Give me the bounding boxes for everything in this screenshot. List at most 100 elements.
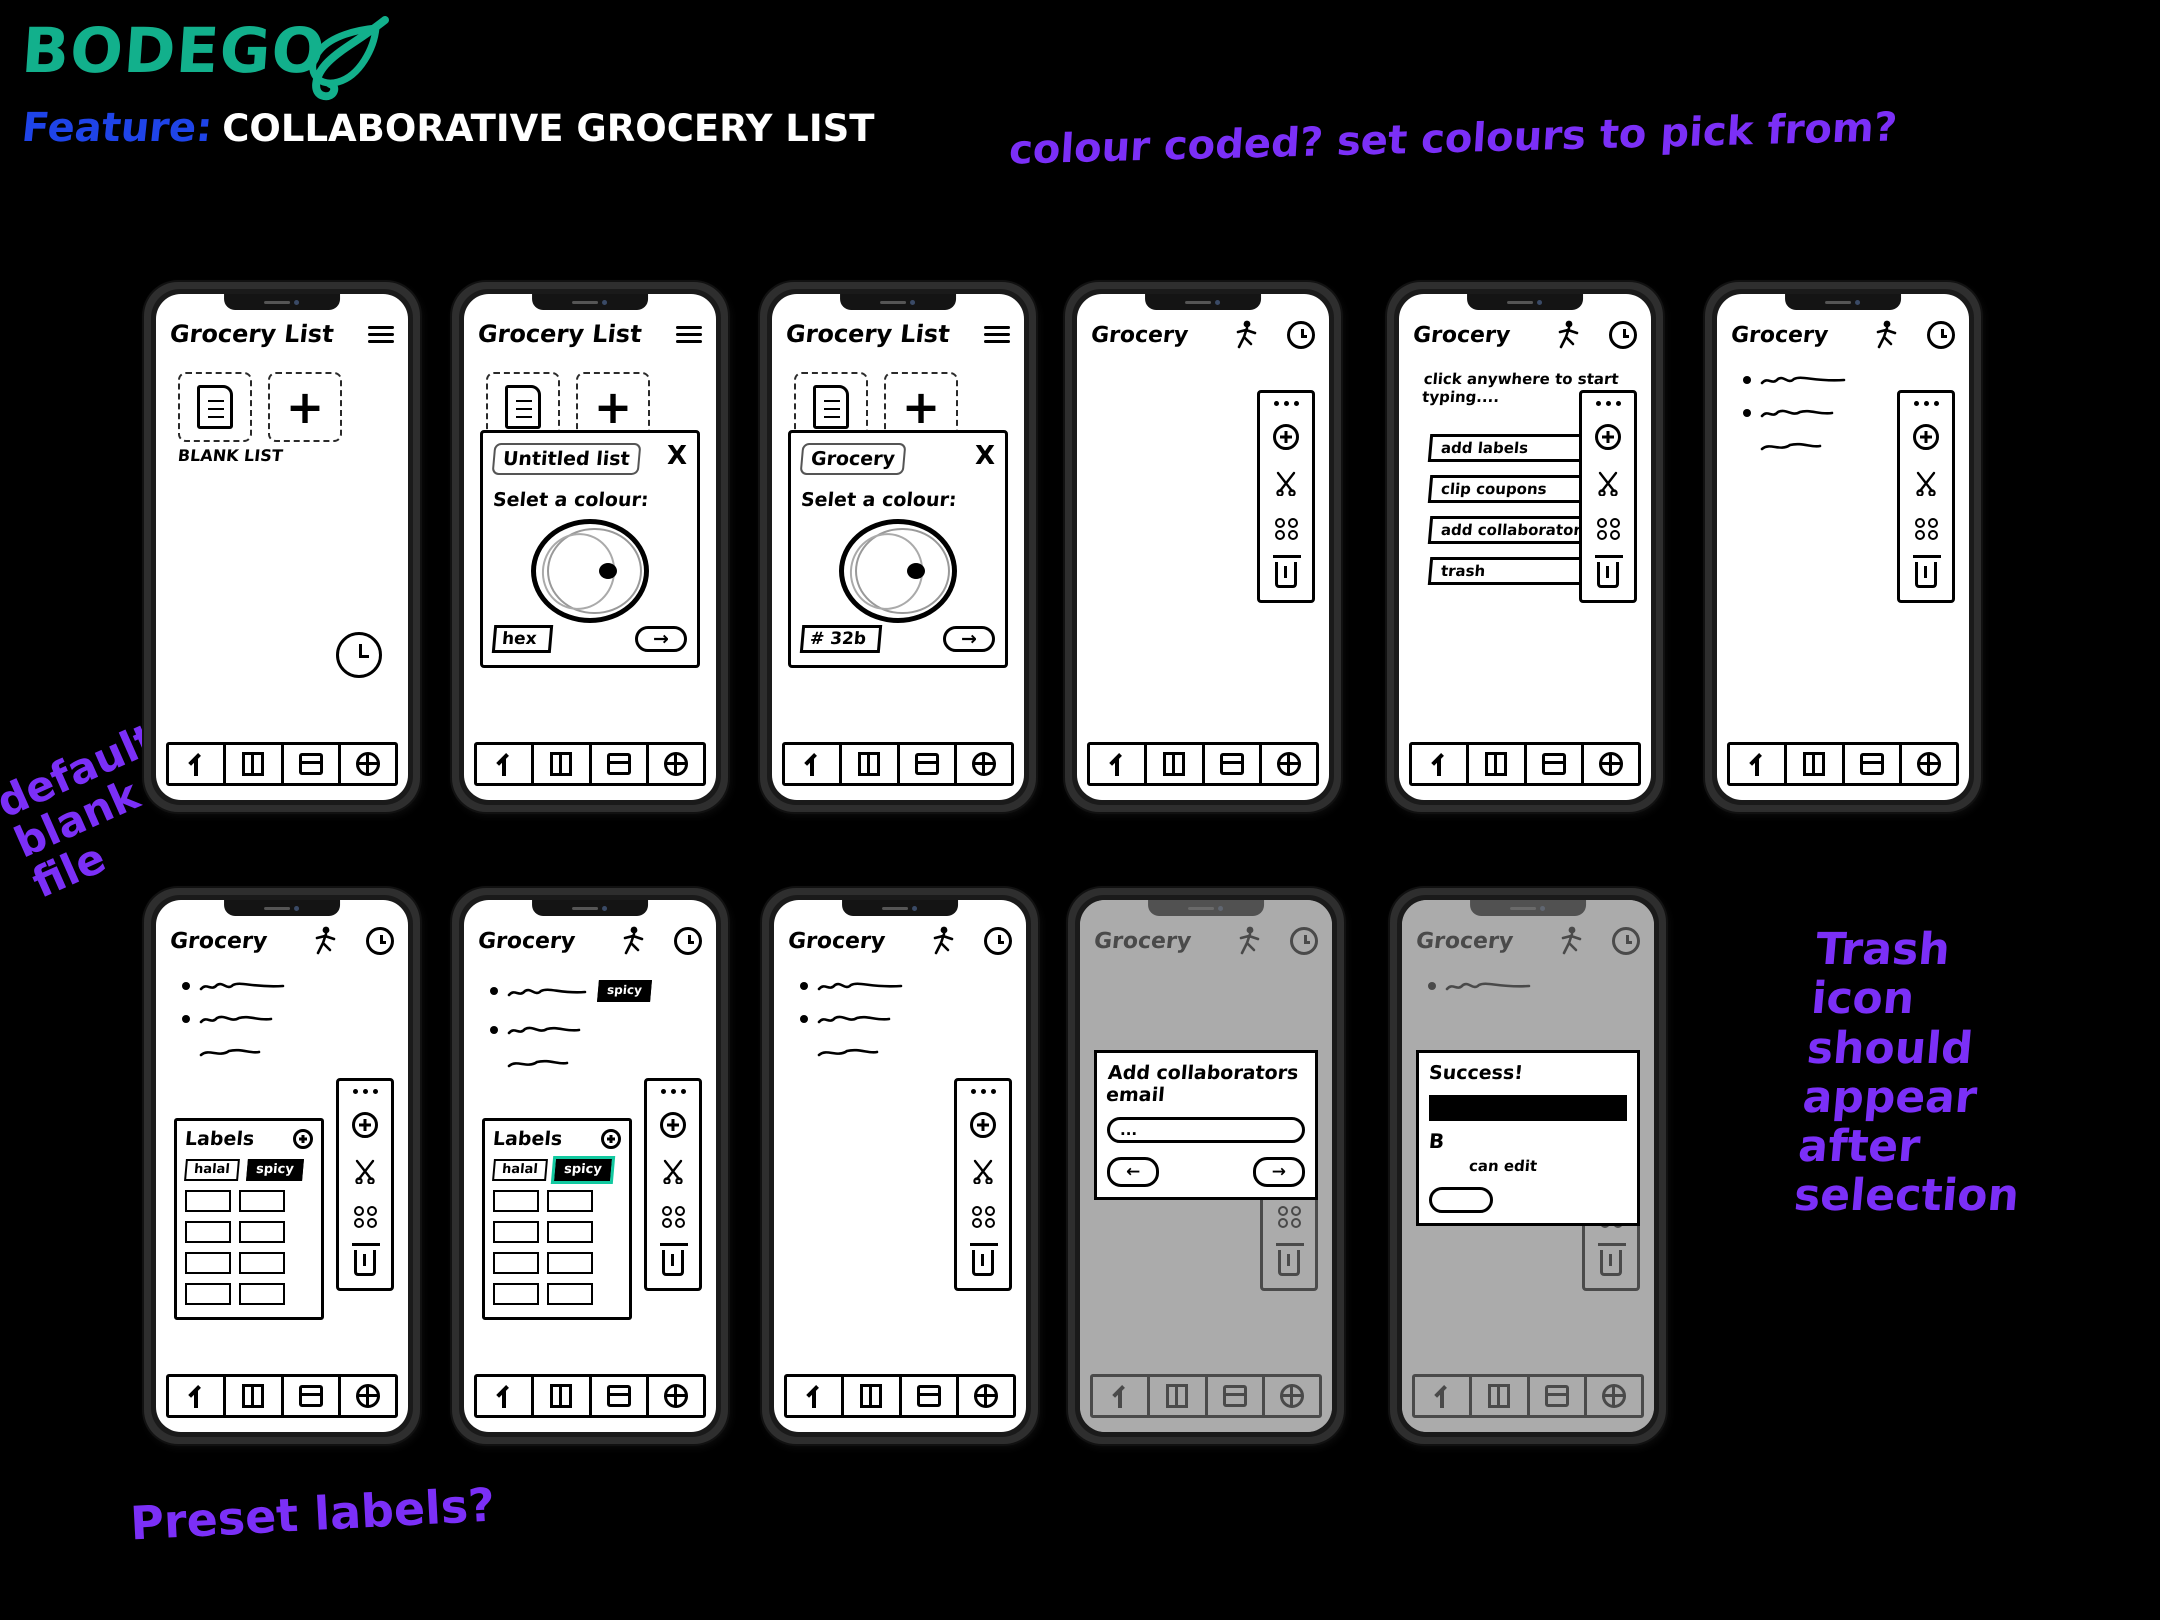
list-item[interactable]	[490, 1057, 651, 1068]
more-dots-icon[interactable]	[970, 1089, 996, 1094]
list-item[interactable]: spicy	[490, 980, 652, 1002]
list-item[interactable]	[1743, 407, 1846, 418]
nav-card[interactable]	[592, 1377, 649, 1415]
collaborators-icon[interactable]	[968, 1202, 998, 1232]
nav-globe[interactable]	[1902, 745, 1956, 783]
label-chip-empty[interactable]	[185, 1221, 231, 1243]
more-dots-icon[interactable]	[660, 1089, 686, 1094]
runner-icon[interactable]	[1873, 320, 1899, 350]
hamburger-icon[interactable]	[368, 325, 394, 343]
nav-book[interactable]	[534, 745, 592, 783]
clock-icon[interactable]	[1927, 321, 1955, 349]
label-chip-empty[interactable]	[185, 1252, 231, 1274]
runner-icon[interactable]	[620, 926, 646, 956]
plus-circle-icon[interactable]	[601, 1129, 621, 1149]
plus-circle-icon[interactable]	[293, 1129, 313, 1149]
nav-upload[interactable]	[477, 745, 535, 783]
label-chip-empty[interactable]	[239, 1283, 285, 1305]
nav-card[interactable]	[902, 1377, 959, 1415]
nav-upload[interactable]	[785, 745, 843, 783]
nav-globe[interactable]	[649, 745, 703, 783]
list-name-input[interactable]: Grocery	[799, 443, 907, 475]
scissors-icon[interactable]	[658, 1156, 688, 1186]
trash-icon[interactable]	[658, 1243, 688, 1278]
label-chip-empty[interactable]	[493, 1190, 539, 1212]
clock-icon[interactable]	[366, 927, 394, 955]
clock-icon[interactable]	[984, 927, 1012, 955]
nav-card[interactable]	[1205, 745, 1262, 783]
list-item[interactable]	[800, 1046, 903, 1057]
nav-book[interactable]	[844, 1377, 902, 1415]
nav-card[interactable]	[592, 745, 649, 783]
nav-upload[interactable]	[1090, 745, 1148, 783]
hamburger-icon[interactable]	[676, 325, 702, 343]
scissors-icon[interactable]	[1911, 468, 1941, 498]
more-dots-icon[interactable]	[1913, 401, 1939, 406]
nav-book[interactable]	[534, 1377, 592, 1415]
colour-wheel-picker[interactable]	[839, 519, 957, 623]
hamburger-icon[interactable]	[984, 325, 1010, 343]
menu-item-clip-coupons[interactable]: clip coupons	[1427, 475, 1604, 503]
close-icon[interactable]: X	[666, 441, 687, 471]
collaborators-icon[interactable]	[350, 1202, 380, 1232]
label-chip-empty[interactable]	[493, 1221, 539, 1243]
nav-card[interactable]	[1845, 745, 1902, 783]
nav-card[interactable]	[284, 1377, 341, 1415]
label-chip-halal[interactable]: halal	[492, 1159, 548, 1181]
item-tag-spicy[interactable]: spicy	[597, 980, 652, 1002]
collaborators-icon[interactable]	[1593, 514, 1623, 544]
colour-wheel-handle[interactable]	[907, 563, 925, 579]
nav-upload[interactable]	[1412, 745, 1470, 783]
next-button[interactable]: →	[635, 626, 687, 652]
menu-item-add-labels[interactable]: add labels	[1427, 434, 1604, 462]
trash-icon[interactable]	[1271, 555, 1301, 590]
nav-book[interactable]	[1787, 745, 1845, 783]
list-item[interactable]	[800, 1013, 903, 1024]
collaborators-icon[interactable]	[1271, 514, 1301, 544]
label-chip-empty[interactable]	[239, 1221, 285, 1243]
menu-item-add-collaborators[interactable]: add collaborators	[1427, 516, 1604, 544]
label-chip-empty[interactable]	[547, 1283, 593, 1305]
nav-globe[interactable]	[341, 1377, 395, 1415]
close-icon[interactable]: X	[974, 441, 995, 471]
scissors-icon[interactable]	[968, 1156, 998, 1186]
list-name-input[interactable]: Untitled list	[491, 443, 642, 475]
label-chip-spicy[interactable]: spicy	[245, 1159, 304, 1181]
clock-icon[interactable]	[1287, 321, 1315, 349]
label-chip-empty[interactable]	[239, 1252, 285, 1274]
more-dots-icon[interactable]	[1595, 401, 1621, 406]
trash-icon[interactable]	[350, 1243, 380, 1278]
trash-icon[interactable]	[968, 1243, 998, 1278]
list-item[interactable]	[182, 1046, 285, 1057]
nav-upload[interactable]	[787, 1377, 845, 1415]
label-chip-spicy[interactable]: spicy	[550, 1156, 615, 1184]
nav-card[interactable]	[900, 745, 957, 783]
nav-upload[interactable]	[1730, 745, 1788, 783]
add-label-icon[interactable]	[968, 1110, 998, 1140]
add-label-icon[interactable]	[658, 1110, 688, 1140]
clock-icon[interactable]	[674, 927, 702, 955]
nav-globe[interactable]	[1584, 745, 1638, 783]
label-chip-empty[interactable]	[547, 1190, 593, 1212]
colour-wheel-handle[interactable]	[599, 563, 617, 579]
scissors-icon[interactable]	[1593, 468, 1623, 498]
label-chip-empty[interactable]	[185, 1283, 231, 1305]
label-chip-empty[interactable]	[547, 1252, 593, 1274]
label-chip-halal[interactable]: halal	[184, 1159, 240, 1181]
nav-book[interactable]	[1147, 745, 1205, 783]
scissors-icon[interactable]	[1271, 468, 1301, 498]
add-label-icon[interactable]	[1911, 422, 1941, 452]
runner-icon[interactable]	[930, 926, 956, 956]
nav-globe[interactable]	[959, 1377, 1013, 1415]
hex-input[interactable]: hex	[491, 625, 553, 653]
collaborators-icon[interactable]	[1911, 514, 1941, 544]
next-button[interactable]: →	[1252, 1156, 1305, 1187]
add-label-icon[interactable]	[1593, 422, 1623, 452]
trash-icon[interactable]	[1593, 555, 1623, 590]
add-label-icon[interactable]	[1271, 422, 1301, 452]
nav-upload[interactable]	[477, 1377, 535, 1415]
list-item[interactable]	[800, 980, 903, 991]
nav-globe[interactable]	[957, 745, 1011, 783]
permission-label[interactable]: can edit	[1468, 1156, 1538, 1175]
back-button[interactable]: ←	[1107, 1156, 1160, 1187]
